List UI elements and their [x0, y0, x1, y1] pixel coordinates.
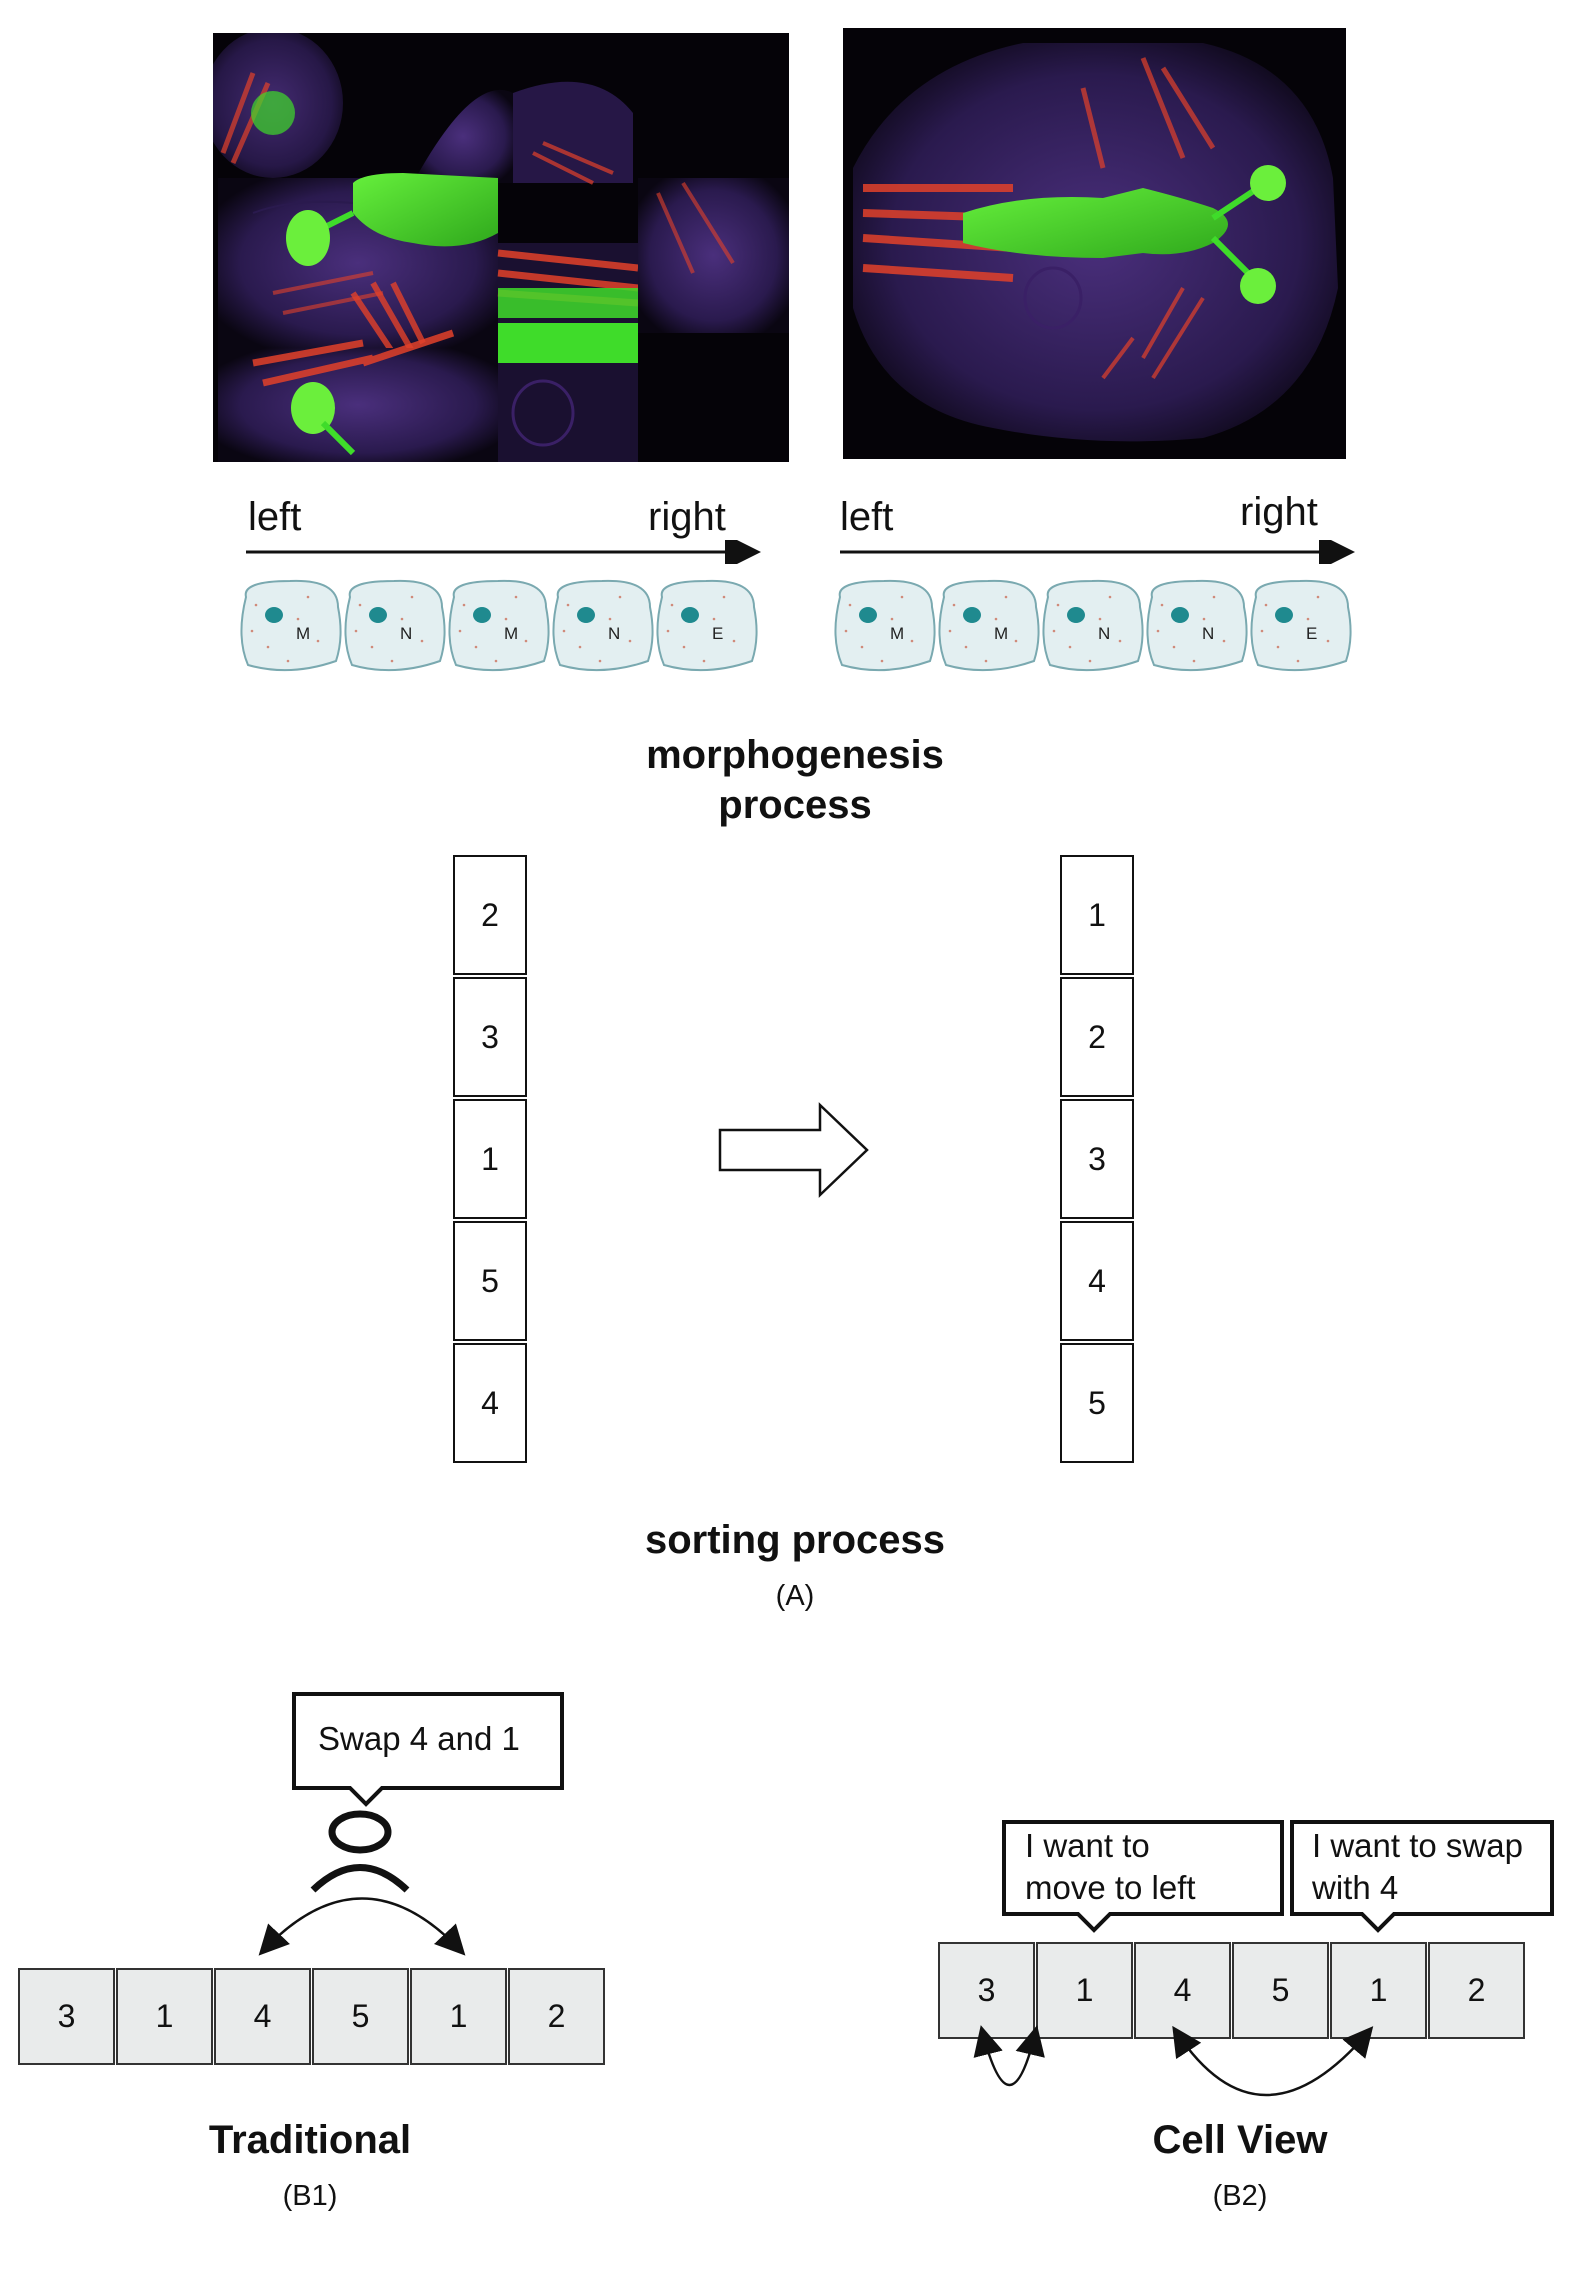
array-cell: 2 — [1428, 1942, 1525, 2039]
cell-3: M — [448, 579, 550, 672]
nucleus — [577, 607, 595, 623]
title-b1: Traditional — [208, 2118, 412, 2162]
column-cell: 1 — [453, 1099, 527, 1219]
array-cell: 1 — [1330, 1942, 1427, 2039]
speech-bubble-b2-right — [1290, 1820, 1554, 1933]
speech-text-b1: Swap 4 and 1 — [318, 1720, 520, 1757]
nucleus — [963, 607, 981, 623]
array-cell: 3 — [938, 1942, 1035, 2039]
direction-arrow-before — [246, 540, 761, 564]
column-cell: 3 — [453, 977, 527, 1097]
cell-type-label: N — [608, 624, 620, 643]
transform-arrow — [718, 1102, 869, 1198]
speech-bubble-b1 — [292, 1692, 564, 1807]
cell-3: N — [1042, 579, 1144, 672]
caption-b2: (B2) — [1212, 2180, 1268, 2212]
caption-b1: (B1) — [282, 2180, 338, 2212]
array-cell: 1 — [1036, 1942, 1133, 2039]
sorting-title: sorting process — [644, 1518, 946, 1562]
cell-type-label: M — [890, 624, 904, 643]
array-cell: 3 — [18, 1968, 115, 2065]
speech-text-b2-right-line1: I want to swap — [1312, 1827, 1523, 1864]
column-cell: 4 — [1060, 1221, 1134, 1341]
left-label-before: left — [248, 495, 302, 539]
cell-4: N — [1146, 579, 1248, 672]
cell-type-label: N — [1098, 624, 1110, 643]
morphogenesis-title-line2: process — [718, 783, 872, 827]
nucleus — [681, 607, 699, 623]
cell-type-label: E — [712, 624, 723, 643]
morphogenesis-title-line1: morphogenesis — [646, 733, 944, 777]
cell-type-label: N — [400, 624, 412, 643]
sorted-micrograph — [843, 28, 1346, 459]
array-cell: 4 — [1134, 1942, 1231, 2039]
nucleus — [1275, 607, 1293, 623]
speech-bubble-b2-left — [1002, 1820, 1284, 1933]
cell-type-label: M — [994, 624, 1008, 643]
column-cell: 1 — [1060, 855, 1134, 975]
speech-text-b2-right: I want to swap with 4 — [1312, 1825, 1523, 1909]
left-label-after: left — [840, 495, 894, 539]
cell-1: M — [240, 579, 342, 672]
column-cell: 4 — [453, 1343, 527, 1463]
array-cell: 4 — [214, 1968, 311, 2065]
cell-5: E — [656, 579, 758, 672]
speech-text-b2-left-line2: move to left — [1025, 1869, 1196, 1906]
cell-2: N — [344, 579, 446, 672]
person-icon — [310, 1810, 410, 1893]
column-cell: 2 — [453, 855, 527, 975]
scrambled-micrograph — [213, 33, 789, 462]
title-b2: Cell View — [1152, 2118, 1328, 2162]
cell-4: N — [552, 579, 654, 672]
nucleus — [1171, 607, 1189, 623]
nucleus — [1067, 607, 1085, 623]
cell-type-label: N — [1202, 624, 1214, 643]
cell-5: E — [1250, 579, 1352, 672]
morphogenesis-title: morphogenesis process — [545, 730, 1045, 830]
column-cell: 3 — [1060, 1099, 1134, 1219]
cell-type-label: E — [1306, 624, 1317, 643]
column-cell: 2 — [1060, 977, 1134, 1097]
column-cell: 5 — [1060, 1343, 1134, 1463]
swap-arc-b1 — [258, 1897, 466, 1956]
speech-text-b2-right-line2: with 4 — [1312, 1869, 1399, 1906]
cell-1: M — [834, 579, 936, 672]
direction-arrow-after — [840, 540, 1355, 564]
cell-2: M — [938, 579, 1040, 672]
array-cell: 1 — [410, 1968, 507, 2065]
cell-type-label: M — [504, 624, 518, 643]
nucleus — [265, 607, 283, 623]
cell-type-label: M — [296, 624, 310, 643]
right-label-after: right — [1240, 490, 1318, 534]
nucleus — [369, 607, 387, 623]
caption-a: (A) — [775, 1580, 815, 1612]
right-label-before: right — [648, 495, 726, 539]
column-cell: 5 — [453, 1221, 527, 1341]
array-cell: 2 — [508, 1968, 605, 2065]
nucleus — [859, 607, 877, 623]
speech-text-b2-left-line1: I want to — [1025, 1827, 1150, 1864]
speech-text-b2-left: I want to move to left — [1025, 1825, 1196, 1909]
array-cell: 5 — [312, 1968, 409, 2065]
array-cell: 1 — [116, 1968, 213, 2065]
array-cell: 5 — [1232, 1942, 1329, 2039]
nucleus — [473, 607, 491, 623]
swap-arcs-b2 — [973, 2025, 1374, 2097]
